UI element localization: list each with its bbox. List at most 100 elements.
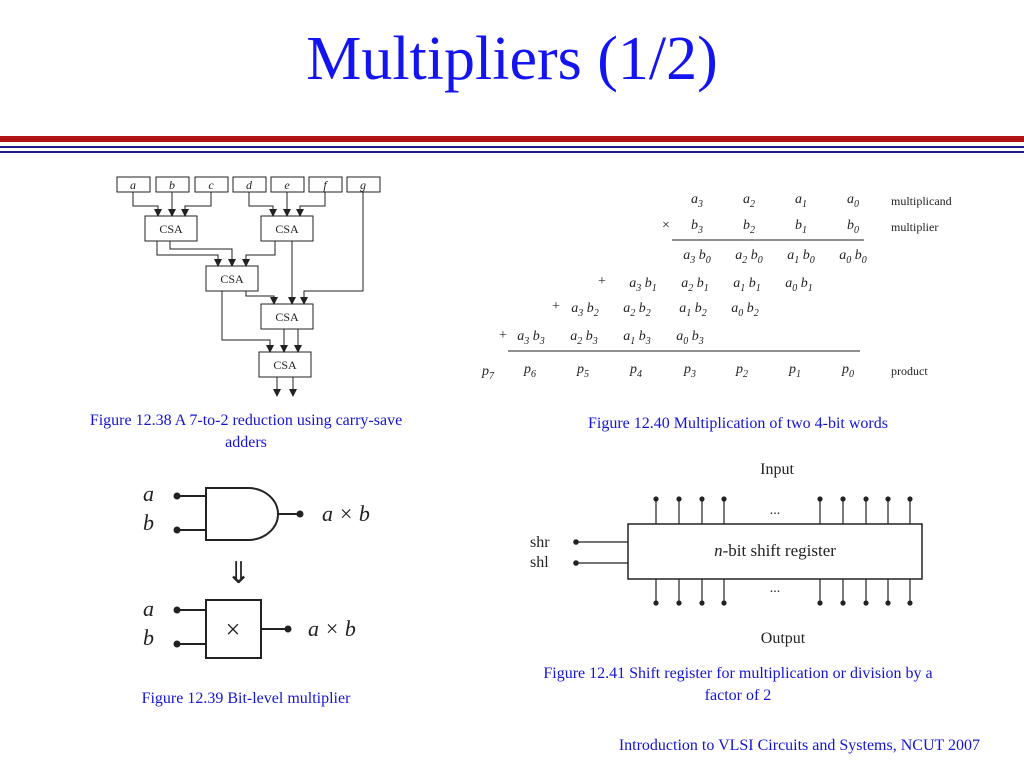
output-ellipsis: ... xyxy=(770,581,781,596)
title-rule-blue-2 xyxy=(0,151,1024,153)
input-pin-dot xyxy=(840,496,846,502)
register-output-pins xyxy=(653,579,913,606)
and-input-b-label: b xyxy=(143,510,154,535)
multiplicand-label: multiplicand xyxy=(891,194,952,208)
pp-a2b1: a2 b1 xyxy=(681,276,709,294)
product-p7: p7 xyxy=(481,364,495,382)
slide-title: Multipliers (1/2) xyxy=(306,25,718,93)
operand-a3: a3 xyxy=(691,192,703,210)
product-p5: p5 xyxy=(576,362,589,380)
output-pin-dot xyxy=(863,600,869,606)
input-label-c: c xyxy=(208,178,214,192)
product-p6: p6 xyxy=(523,362,536,380)
product-p0: p0 xyxy=(841,362,854,380)
output-pin-dot xyxy=(885,600,891,606)
product-p1: p1 xyxy=(788,362,801,380)
output-pin-dot xyxy=(721,600,727,606)
title-rule-blue-1 xyxy=(0,146,1024,148)
input-label-f: f xyxy=(323,178,328,192)
register-input-label: Input xyxy=(760,461,794,478)
csa-label-1: CSA xyxy=(159,222,183,236)
and-output-pin xyxy=(296,510,304,518)
mult-input-b-label: b xyxy=(143,625,154,650)
product-p3: p3 xyxy=(683,362,696,380)
operand-a0: a0 xyxy=(847,192,859,210)
input-pin-dot xyxy=(676,496,682,502)
pp-a0b3: a0 b3 xyxy=(676,329,704,347)
input-label-b: b xyxy=(169,178,175,192)
times-sign: × xyxy=(662,218,670,233)
register-input-pins xyxy=(653,496,913,524)
input-pin-dot xyxy=(863,496,869,502)
output-pin-dot xyxy=(653,600,659,606)
plus-sign-3: + xyxy=(499,328,507,343)
operand-b1: b1 xyxy=(795,218,807,236)
pp-a1b2: a1 b2 xyxy=(679,301,707,319)
output-pin-dot xyxy=(699,600,705,606)
double-down-arrow-icon: ⇓ xyxy=(226,557,251,590)
shr-pin xyxy=(573,539,579,545)
input-label-a: a xyxy=(130,178,136,192)
shl-pin xyxy=(573,560,579,566)
pp-a3b0: a3 b0 xyxy=(683,248,711,266)
operand-b2: b2 xyxy=(743,218,755,236)
product-label: product xyxy=(891,364,928,378)
figure-12-38-labels: a b c d e f g CSA CSA CSA CSA CSA xyxy=(130,178,366,372)
shift-register-box xyxy=(627,523,923,580)
output-pin-dot xyxy=(676,600,682,606)
csa-label-4: CSA xyxy=(275,310,299,324)
operand-b3: b3 xyxy=(691,218,703,236)
and-gate-icon xyxy=(205,487,279,541)
output-pin-dot xyxy=(817,600,823,606)
pp-a0b1: a0 b1 xyxy=(785,276,813,294)
input-ellipsis: ... xyxy=(770,503,781,518)
figure-12-39: a b a × b ⇓ a b × a × b xyxy=(143,481,370,659)
input-pin-dot xyxy=(721,496,727,502)
plus-sign-1: + xyxy=(598,274,606,289)
pp-a1b1: a1 b1 xyxy=(733,276,761,294)
pp-a0b0: a0 b0 xyxy=(839,248,867,266)
csa-label-2: CSA xyxy=(275,222,299,236)
figure-12-39-caption: Figure 12.39 Bit-level multiplier xyxy=(141,690,351,707)
output-pin-dot xyxy=(907,600,913,606)
operand-a1: a1 xyxy=(795,192,807,210)
multiply-icon: × xyxy=(226,615,241,644)
input-pin-dot xyxy=(699,496,705,502)
pp-a1b0: a1 b0 xyxy=(787,248,815,266)
pp-a0b2: a0 b2 xyxy=(731,301,759,319)
input-pin-dot xyxy=(907,496,913,502)
input-label-g: g xyxy=(360,178,366,192)
plus-sign-2: + xyxy=(552,299,560,314)
operand-a2: a2 xyxy=(743,192,755,210)
pp-a3b3: a3 b3 xyxy=(517,329,545,347)
csa-label-3: CSA xyxy=(220,272,244,286)
input-pin-dot xyxy=(885,496,891,502)
figure-12-41: Input Output n-bit shift register shr sh… xyxy=(530,461,923,647)
slide-footer: Introduction to VLSI Circuits and System… xyxy=(618,737,980,754)
input-pin-dot xyxy=(653,496,659,502)
pp-a2b2: a2 b2 xyxy=(623,301,651,319)
product-p2: p2 xyxy=(735,362,748,380)
mult-output-pin xyxy=(284,625,292,633)
pp-a2b3: a2 b3 xyxy=(570,329,598,347)
multiplier-label: multiplier xyxy=(891,220,938,234)
figure-12-41-caption: Figure 12.41 Shift register for multipli… xyxy=(543,665,933,704)
figure-12-38-caption: Figure 12.38 A 7-to-2 reduction using ca… xyxy=(89,412,403,451)
pp-a2b0: a2 b0 xyxy=(735,248,763,266)
pp-a1b3: a1 b3 xyxy=(623,329,651,347)
pp-a3b1: a3 b1 xyxy=(629,276,657,294)
csa-box-4 xyxy=(260,303,314,330)
pp-a3b2: a3 b2 xyxy=(571,301,599,319)
mult-output-label: a × b xyxy=(308,616,356,641)
output-pin-dot xyxy=(840,600,846,606)
figure-12-40: a3 a2 a1 a0 multiplicand × b3 b2 b1 b0 m… xyxy=(481,192,952,382)
title-rule-red xyxy=(0,136,1024,142)
figure-12-40-caption: Figure 12.40 Multiplication of two 4-bit… xyxy=(588,415,888,432)
input-label-d: d xyxy=(246,178,253,192)
csa-label-5: CSA xyxy=(273,358,297,372)
and-input-a-label: a xyxy=(143,481,154,506)
and-output-label: a × b xyxy=(322,501,370,526)
mult-input-a-label: a xyxy=(143,596,154,621)
shl-label: shl xyxy=(530,554,549,571)
